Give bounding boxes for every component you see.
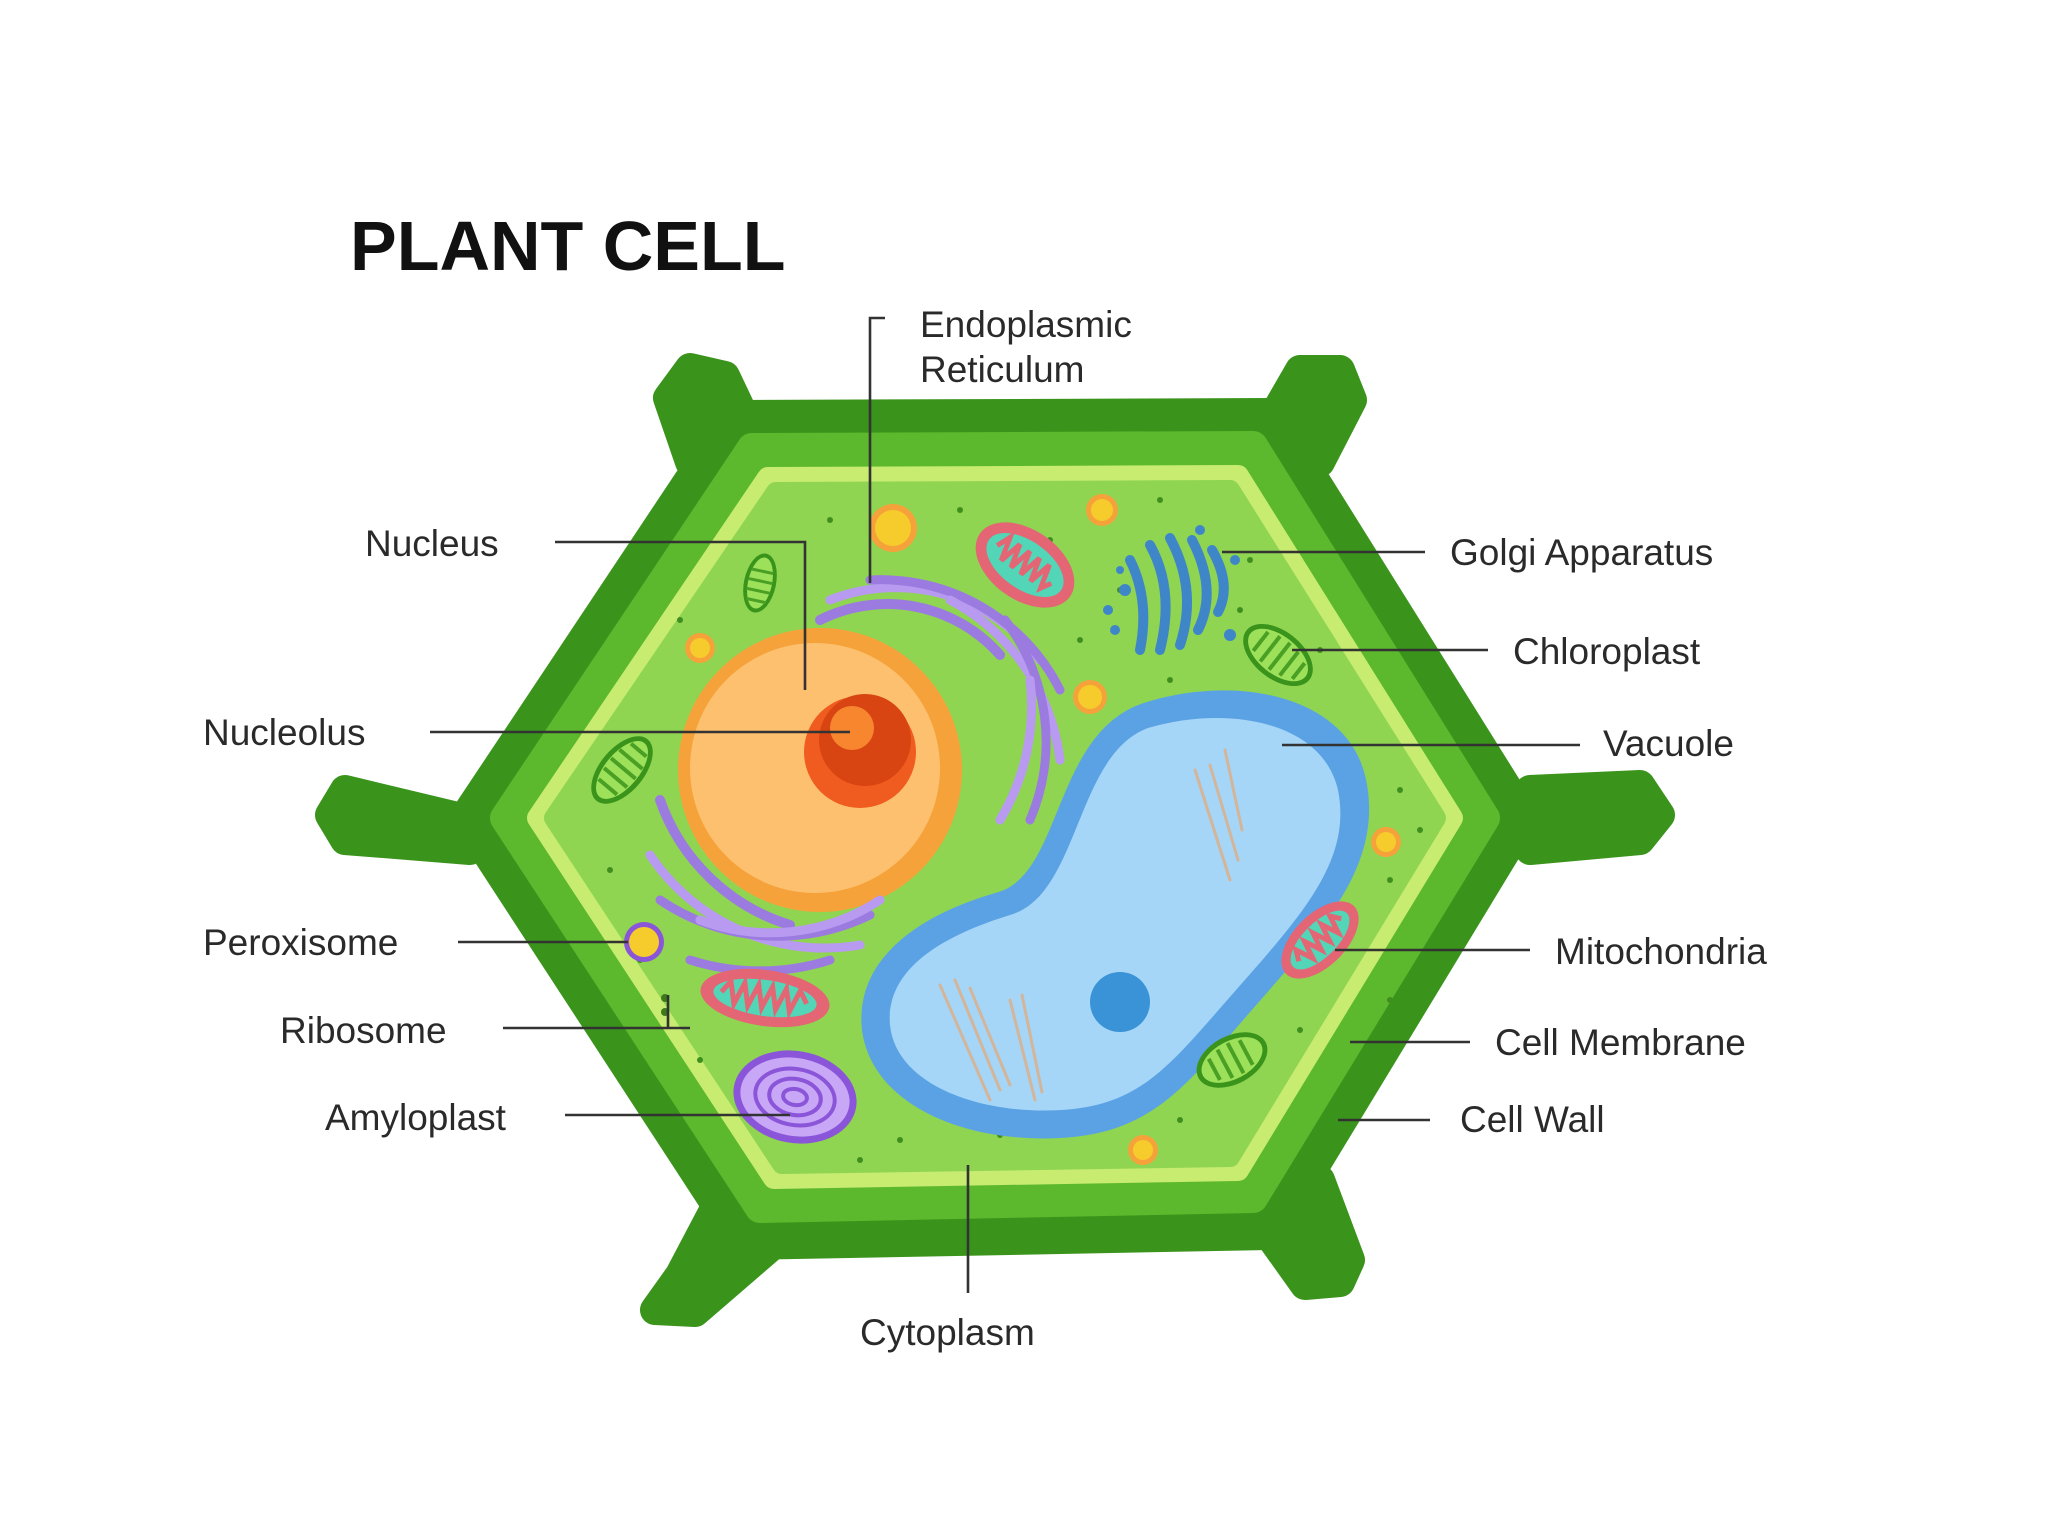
label-amyloplast: Amyloplast [325,1097,507,1138]
label-peroxisome: Peroxisome [203,922,398,963]
chloroplast-right [1243,623,1313,687]
peroxisomes [624,494,1401,1165]
label-nucleus: Nucleus [365,523,499,564]
label-ribosome: Ribosome [280,1010,447,1051]
label-endoplasmic-line1: Endoplasmic [920,304,1132,345]
label-cell-membrane: Cell Membrane [1495,1022,1746,1063]
label-cytoplasm: Cytoplasm [860,1312,1035,1353]
nucleus [678,628,962,912]
leader-lines [430,316,1580,1293]
diagram-title: PLANT CELL [350,207,786,285]
label-vacuole: Vacuole [1603,723,1734,764]
labels: Endoplasmic Reticulum Nucleus Nucleolus … [203,304,1767,1353]
amyloplast [733,1050,857,1144]
mitochondrion-top [975,522,1075,608]
golgi-apparatus [1103,525,1240,655]
vacuole-inner-granule [1090,972,1150,1032]
label-nucleolus: Nucleolus [203,712,365,753]
vacuole [861,690,1370,1139]
label-chloroplast: Chloroplast [1513,631,1701,672]
endoplasmic-reticulum [645,575,1065,976]
mitochondrion-left [700,968,830,1028]
chloroplast-bottom-right [1196,1032,1268,1088]
peroxisome [629,927,659,957]
label-golgi-apparatus: Golgi Apparatus [1450,532,1713,573]
chloroplast-left [591,736,653,804]
label-endoplasmic-line2: Reticulum [920,349,1085,390]
chloroplast-top-left [743,553,777,613]
mitochondrion-right [1281,901,1359,979]
label-cell-wall: Cell Wall [1460,1099,1605,1140]
label-mitochondria: Mitochondria [1555,931,1767,972]
